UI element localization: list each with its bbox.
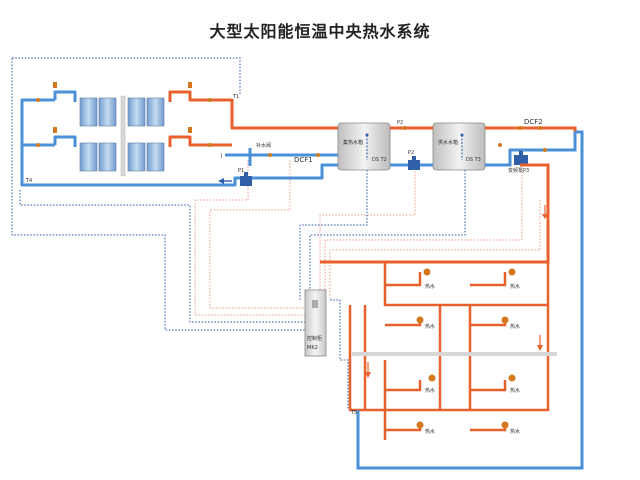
- supply-tank-label: 供水水箱: [438, 139, 458, 146]
- collector-loop: [20, 90, 338, 187]
- fixture-label: 热水: [425, 387, 435, 394]
- collector-tank: [337, 122, 391, 171]
- flow-arrow-icon: [365, 372, 371, 378]
- sensor-t2-label: DS T2: [372, 157, 387, 163]
- collector-hot-upper: [168, 90, 338, 130]
- signal-pink-1: [194, 160, 305, 316]
- sensor-t1-label: T1: [232, 94, 239, 100]
- signal-t4: [19, 190, 305, 323]
- flow-arrow-icon: [218, 178, 224, 184]
- signal-t5: [330, 299, 349, 410]
- pump-p3-icon: [514, 151, 528, 165]
- air-vent-icon: [53, 82, 192, 133]
- junction-j-label: J: [220, 153, 222, 159]
- signal-pink-2: [209, 160, 305, 309]
- signal-pink-3: [319, 165, 416, 292]
- flow-arrow-icon: [537, 345, 543, 351]
- fixture-label: 热水: [510, 283, 520, 290]
- pump-p2-label: P2: [408, 150, 414, 156]
- makeup-valve-label: 补水阀: [256, 142, 271, 149]
- sensor-t4-label: T4: [25, 178, 32, 184]
- signal-tank2: [309, 170, 466, 290]
- collector-panels: [36, 82, 212, 177]
- signal-outer-loop: [12, 57, 241, 95]
- collector-hot-lower: [168, 135, 232, 147]
- valve-icon: [403, 126, 547, 152]
- panel-row-lower: [79, 142, 165, 172]
- fixture-labels: 热水 热水 热水 热水 热水 热水 热水 热水: [425, 283, 520, 435]
- panel-row-upper: [79, 97, 165, 127]
- valve-dcf2-label: DCF2: [524, 118, 543, 126]
- signal-pink-5: [329, 200, 541, 300]
- pump-p3-label: 变频泵P3: [508, 167, 529, 174]
- sensor-t5-label: T5: [350, 410, 357, 416]
- collector-tank-label: 集热水箱: [343, 139, 363, 146]
- signal-pink-4: [324, 165, 523, 295]
- makeup-feed: [225, 148, 338, 166]
- fixture-label: 热水: [510, 323, 520, 330]
- controller-label: 控制柜: [307, 335, 322, 342]
- flow-arrow-icon: [542, 214, 548, 219]
- diagram-title: 大型太阳能恒温中央热水系统: [209, 22, 431, 41]
- pump-p1-icon: [240, 172, 252, 186]
- valve-icon: [268, 153, 320, 157]
- shower-icon: [416, 268, 516, 429]
- sensor-t1b-label: P2: [397, 120, 403, 126]
- controller-cabinet: [304, 289, 327, 357]
- floor-divider: [352, 352, 557, 356]
- valve-icon: [36, 98, 212, 147]
- signal-wires: [11, 57, 541, 410]
- signal-outer-left: [11, 58, 305, 331]
- pump-p2-icon: [408, 156, 420, 170]
- fixture-label: 热水: [510, 387, 520, 394]
- pump-p1-label: P1: [238, 168, 244, 174]
- fixture-label: 热水: [510, 428, 520, 435]
- valve-dcf1-label: DCF1: [294, 156, 313, 164]
- fixture-label: 热水: [425, 283, 435, 290]
- tank-interconnect: [390, 126, 584, 167]
- collector-return-upper: [20, 98, 338, 187]
- supply-riser: [320, 150, 584, 470]
- collector-cold-upper: [53, 90, 77, 102]
- supply-tank: [432, 122, 486, 171]
- sensor-t3-label: DS T3: [466, 157, 481, 163]
- collector-cold-lower: [53, 135, 77, 147]
- controller-model-label: MK2: [307, 345, 318, 351]
- fixture-label: 热水: [425, 323, 435, 330]
- fixture-label: 热水: [425, 428, 435, 435]
